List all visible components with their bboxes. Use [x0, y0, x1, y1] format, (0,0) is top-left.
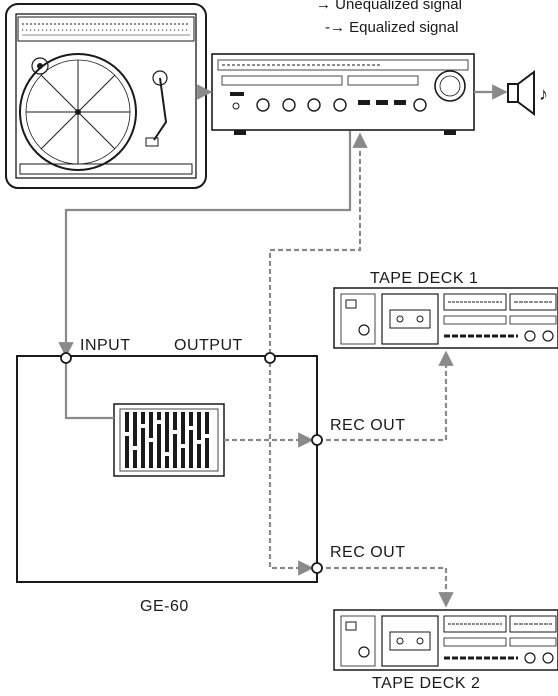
- input-label: INPUT: [80, 337, 131, 354]
- legend-unequalized-arrow: →: [316, 0, 331, 13]
- path-output-to-amp: [268, 132, 368, 362]
- tape-deck-1-label: TAPE DECK 1: [370, 270, 479, 287]
- tape-deck-2: [333, 609, 558, 671]
- platter: [19, 53, 137, 171]
- volume-knob: [434, 70, 466, 102]
- rec-out-terminal-1: [311, 434, 323, 446]
- rec-out-label-2: REC OUT: [330, 544, 406, 561]
- cassette-door-2: [381, 615, 439, 667]
- legend-unequalized: → Unequalized signal: [316, 0, 462, 13]
- terminals: [60, 352, 323, 574]
- path-output-to-rec-out-2: [268, 362, 314, 576]
- speed-knob: [31, 57, 49, 75]
- speaker-icon: [507, 70, 535, 116]
- path-amp-to-input: [58, 131, 352, 358]
- output-terminal: [264, 352, 276, 364]
- equalizer-sliders: [124, 412, 210, 468]
- turntable: [5, 3, 207, 189]
- legend-unequalized-text: Unequalized signal: [335, 0, 462, 13]
- rec-out-label-1: REC OUT: [330, 417, 406, 434]
- turntable-top-strip: [17, 16, 195, 42]
- input-terminal: [60, 352, 72, 364]
- legend-equalized-arrow: -→: [325, 19, 345, 36]
- amplifier-buttons: [230, 92, 406, 105]
- equalized-signal-paths: [224, 132, 454, 608]
- path-input-to-panel: [64, 362, 114, 420]
- output-label: OUTPUT: [174, 337, 243, 354]
- path-rec-out-1-to-deck-1: [318, 350, 454, 442]
- equalizer-model-label: GE-60: [140, 598, 189, 615]
- amplifier: [211, 53, 475, 135]
- music-note-icon: ♪: [539, 84, 548, 104]
- legend-equalized-text: Equalized signal: [349, 19, 459, 36]
- tape-deck-1: [333, 287, 558, 349]
- rec-out-terminal-2: [311, 562, 323, 574]
- path-rec-out-2-to-deck-2: [318, 566, 454, 608]
- turntable-control-strip: [19, 163, 193, 175]
- tape-deck-2-label: TAPE DECK 2: [372, 675, 481, 692]
- legend-equalized: -→ Equalized signal: [325, 19, 458, 36]
- unequalized-signal-paths: [58, 84, 508, 420]
- amplifier-knobs: [232, 98, 427, 112]
- equalizer-unit: [16, 355, 318, 583]
- tonearm: [145, 70, 168, 147]
- cassette-door: [381, 293, 439, 345]
